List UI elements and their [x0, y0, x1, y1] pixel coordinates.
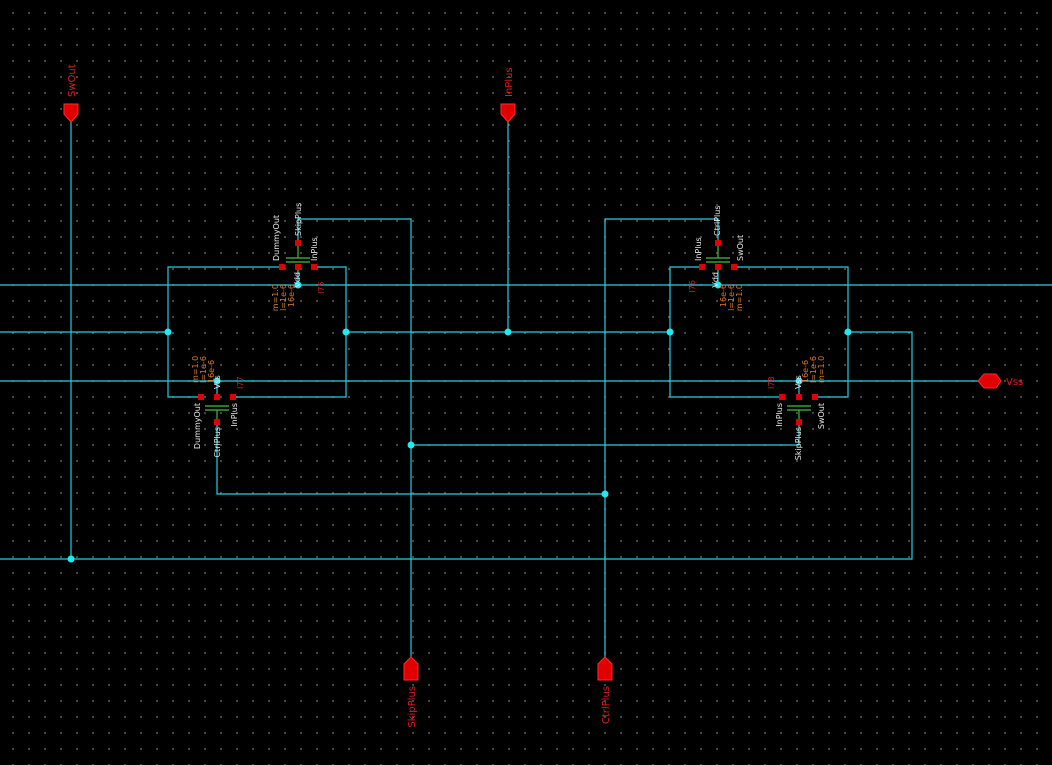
instance-name: I75: [317, 281, 326, 294]
junctions: [67, 281, 852, 563]
terminal-drain[interactable]: [279, 264, 285, 270]
transistor-i76[interactable]: InPlus CtrlPlus SwOut Vdd 16e-6 l=1e-6 m…: [688, 205, 745, 311]
pin-ctrlplus[interactable]: CtrlPlus: [597, 656, 613, 724]
wire-right-cell-right[interactable]: [734, 266, 849, 398]
param-m: m=1.0: [271, 284, 280, 311]
junction-dot: [342, 328, 350, 336]
wires: [0, 122, 1052, 657]
pin-skipplus[interactable]: SkipPlus: [403, 656, 419, 728]
terminal-source-label: SwOut: [817, 403, 826, 429]
terminal-source[interactable]: [311, 264, 317, 270]
terminal-gate-label: CtrlPlus: [213, 427, 222, 458]
instance-name: I78: [767, 376, 776, 389]
param-w: 16e-6: [719, 284, 728, 307]
transistor-i77[interactable]: DummyOut CtrlPlus InPlus Vss m=1.0 l=1e-…: [191, 356, 245, 458]
junction-dot: [407, 441, 415, 449]
terminal-gate-label: SkipPlus: [794, 427, 803, 460]
terminal-bulk-label: Vss: [213, 375, 222, 389]
instance-name: I77: [236, 376, 245, 389]
terminal-source-label: InPlus: [230, 403, 239, 427]
wire-ctrlplus-branch[interactable]: [216, 422, 605, 495]
terminal-drain-label: InPlus: [694, 237, 703, 261]
param-w: 16e-6: [287, 284, 296, 307]
junction-dot: [666, 328, 674, 336]
terminal-drain[interactable]: [699, 264, 705, 270]
junction-dot: [294, 281, 302, 289]
wire-skipplus[interactable]: [297, 218, 412, 657]
param-m: m=1.0: [817, 356, 826, 383]
terminal-bulk[interactable]: [796, 394, 802, 400]
terminal-bulk[interactable]: [295, 264, 301, 270]
terminal-source-label: InPlus: [310, 237, 319, 261]
junction-dot: [67, 555, 75, 563]
junction-dot: [601, 490, 609, 498]
wire-skipplus-branch[interactable]: [411, 422, 800, 446]
pin-ctrlplus-shape[interactable]: [597, 656, 613, 681]
param-m: m=1.0: [191, 356, 200, 383]
terminal-drain-label: InPlus: [775, 403, 784, 427]
param-l: l=1e-6: [279, 284, 288, 311]
pin-inplus-label: InPlus: [504, 67, 515, 97]
transistor-i78[interactable]: InPlus SkipPlus SwOut Vss 16e-6 l=1e-6 m…: [767, 356, 826, 461]
param-w: 16e-6: [207, 360, 216, 383]
terminal-gate-label: SkipPlus: [294, 203, 303, 236]
param-l: l=1e-6: [199, 356, 208, 383]
pin-skipplus-label: SkipPlus: [407, 686, 418, 728]
terminal-bulk[interactable]: [214, 394, 220, 400]
pin-vss-label: Vss: [1006, 377, 1023, 388]
terminal-bulk[interactable]: [715, 264, 721, 270]
terminal-source[interactable]: [731, 264, 737, 270]
junction-dot: [844, 328, 852, 336]
terminal-source[interactable]: [230, 394, 236, 400]
terminal-drain[interactable]: [198, 394, 204, 400]
pin-swout-shape[interactable]: [63, 103, 79, 123]
param-w: 16e-6: [801, 360, 810, 383]
junction-dot: [714, 281, 722, 289]
pin-vss-shape[interactable]: [977, 373, 1002, 389]
param-l: l=1e-6: [727, 284, 736, 311]
pin-ctrlplus-label: CtrlPlus: [601, 686, 612, 724]
junction-dot: [213, 377, 221, 385]
transistor-i75[interactable]: DummyOut SkipPlus InPlus Vdd m=1.0 l=1e-…: [271, 203, 326, 312]
terminal-gate[interactable]: [796, 419, 802, 425]
junction-dot: [504, 328, 512, 336]
pin-inplus-shape[interactable]: [500, 103, 516, 123]
wire-left-cell-loop[interactable]: [167, 266, 282, 398]
wire-ctrlplus[interactable]: [604, 218, 719, 657]
terminal-gate[interactable]: [715, 240, 721, 246]
terminal-drain-label: DummyOut: [272, 215, 281, 261]
param-l: l=1e-6: [809, 356, 818, 383]
terminal-source-label: SwOut: [736, 235, 745, 261]
pin-inplus[interactable]: InPlus: [500, 67, 516, 123]
wire-bottom-bus[interactable]: [0, 331, 913, 560]
junction-dot: [164, 328, 172, 336]
terminal-source[interactable]: [812, 394, 818, 400]
param-m: m=1.0: [735, 284, 744, 311]
terminal-drain[interactable]: [779, 394, 785, 400]
terminal-gate-label: CtrlPlus: [713, 205, 722, 236]
terminal-gate[interactable]: [214, 419, 220, 425]
terminal-bulk-label: Vss: [794, 375, 803, 389]
pin-swout[interactable]: SwOut: [63, 64, 79, 123]
terminal-gate[interactable]: [295, 240, 301, 246]
pin-swout-label: SwOut: [67, 64, 78, 97]
junction-dot: [795, 377, 803, 385]
instance-name: I76: [688, 280, 697, 293]
terminal-drain-label: DummyOut: [193, 403, 202, 449]
terminal-bulk-label: Vdd: [293, 272, 302, 288]
pin-skipplus-shape[interactable]: [403, 656, 419, 681]
terminal-bulk-label: Vdd: [711, 272, 720, 288]
pin-vss[interactable]: Vss: [977, 373, 1023, 389]
